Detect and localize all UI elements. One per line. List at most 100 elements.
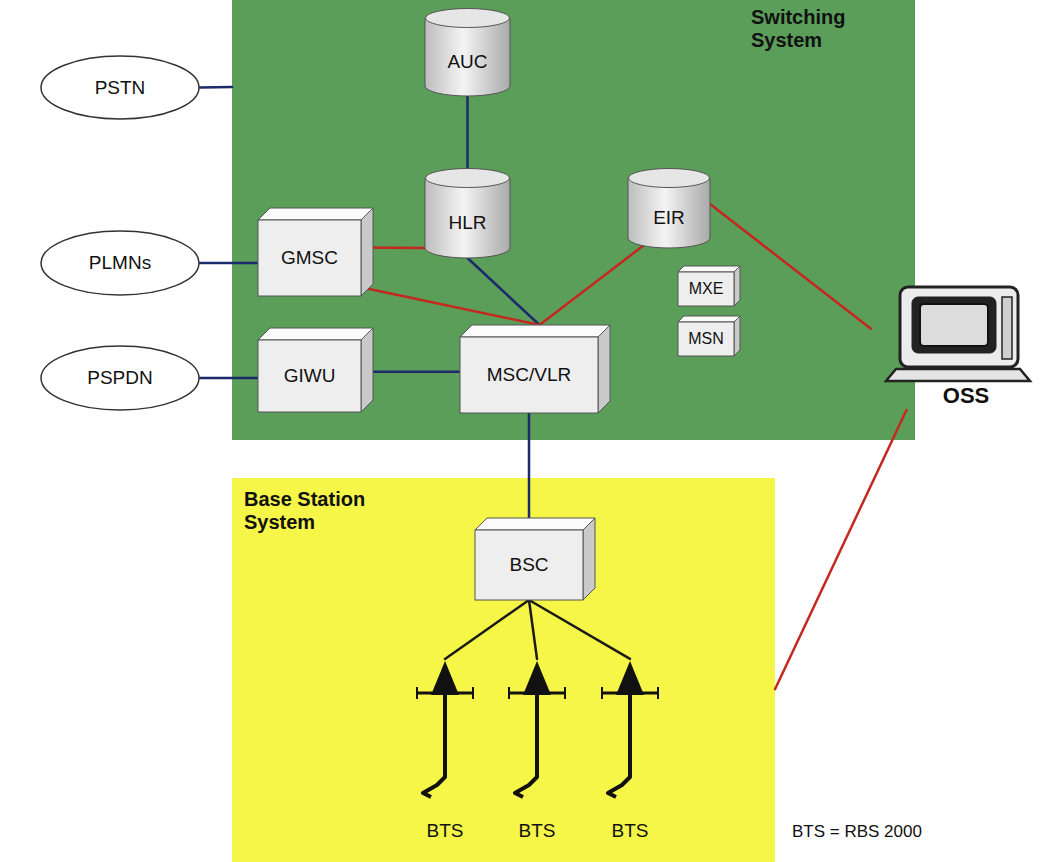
- box-top: [475, 518, 595, 530]
- text-holder: MSN: [678, 322, 734, 356]
- node-label: PSTN: [95, 77, 146, 99]
- node-box: MXE: [678, 266, 740, 306]
- network-ellipse: PSPDN: [40, 345, 200, 411]
- box-front: [258, 220, 361, 296]
- switch-box: MSC/VLR: [460, 325, 610, 413]
- connector-line: [200, 377, 258, 380]
- text-holder: EIR: [628, 188, 710, 248]
- box-front: [678, 272, 734, 306]
- node-label: BSC: [509, 554, 548, 576]
- connector-line: [528, 413, 531, 518]
- connector-line: [361, 370, 460, 373]
- node-label: PLMNs: [89, 252, 151, 274]
- antenna-mast: [608, 693, 630, 797]
- network-ellipse: PSTN: [40, 55, 200, 120]
- database-cylinder: AUC: [425, 8, 510, 96]
- node-label: PSPDN: [87, 367, 152, 389]
- node-label: BTS: [427, 820, 464, 842]
- text-holder: BTS: [492, 815, 582, 847]
- antenna-node: BTS: [400, 655, 490, 850]
- connector-line: [361, 287, 540, 325]
- antenna-head: [431, 661, 459, 695]
- connector-line: [775, 410, 907, 689]
- legend-note: BTS = RBS 2000: [792, 822, 922, 842]
- monitor-screen: [912, 297, 996, 353]
- node-label: BTS: [612, 820, 649, 842]
- antenna-head: [523, 661, 551, 695]
- text-holder: GIWU: [258, 340, 361, 412]
- box-top: [258, 208, 373, 220]
- monitor-case: [900, 287, 1018, 367]
- cylinder-top: [629, 169, 710, 188]
- ellipse-outline: [41, 346, 199, 410]
- box-top: [460, 325, 610, 337]
- terminal-icon: OSS: [862, 285, 1040, 410]
- connector-line: [361, 246, 425, 249]
- box-side: [734, 316, 740, 356]
- node-label: AUC: [447, 51, 487, 73]
- connector-line: [468, 258, 540, 325]
- ellipse-outline: [41, 56, 199, 119]
- node-label: BTS: [519, 820, 556, 842]
- text-holder: MSC/VLR: [460, 337, 598, 413]
- box-side: [734, 266, 740, 306]
- antenna-mast: [515, 693, 537, 797]
- antenna-head: [616, 661, 644, 695]
- base-station-band: Base Station SystemBSCBTSBTSBTS: [232, 478, 775, 862]
- node-label: MSN: [688, 330, 724, 348]
- box-top: [678, 266, 740, 272]
- box-side: [361, 208, 373, 296]
- cylinder-top: [426, 9, 510, 28]
- network-ellipse: PLMNs: [40, 230, 200, 296]
- box-front: [678, 322, 734, 356]
- node-label: HLR: [448, 212, 486, 234]
- switch-box: GMSC: [258, 208, 373, 296]
- node-label: MXE: [689, 280, 724, 298]
- text-holder: PSPDN: [40, 345, 200, 411]
- connector-line: [466, 96, 469, 168]
- box-top: [678, 316, 740, 322]
- node-label: MSC/VLR: [487, 364, 571, 386]
- box-front: [475, 530, 583, 600]
- cylinder-top: [426, 169, 510, 188]
- node-label: EIR: [653, 207, 685, 229]
- cylinder-body: [425, 178, 510, 258]
- connector-line: [529, 600, 537, 659]
- text-holder: GMSC: [258, 220, 361, 296]
- monitor-glass: [920, 304, 988, 346]
- node-label: OSS: [943, 383, 989, 409]
- text-holder: BSC: [475, 530, 583, 600]
- ellipse-outline: [41, 231, 199, 295]
- text-holder: MXE: [678, 272, 734, 306]
- text-holder: HLR: [425, 188, 510, 258]
- region-title: Switching System: [751, 6, 863, 52]
- switch-box: GIWU: [258, 328, 373, 412]
- cylinder-body: [628, 178, 710, 248]
- connector-line: [200, 262, 258, 265]
- box-side: [361, 328, 373, 412]
- connector-line: [200, 86, 232, 89]
- antenna-node: BTS: [585, 655, 675, 850]
- text-holder: BTS: [585, 815, 675, 847]
- monitor-side: [1002, 297, 1012, 359]
- text-holder: PLMNs: [40, 230, 200, 296]
- database-cylinder: HLR: [425, 168, 510, 258]
- box-side: [583, 518, 595, 600]
- text-holder: OSS: [892, 382, 1040, 410]
- box-front: [258, 340, 361, 412]
- connector-line: [540, 245, 645, 325]
- node-label: GIWU: [284, 365, 336, 387]
- controller-box: BSC: [475, 518, 595, 600]
- box-front: [460, 337, 598, 413]
- connector-line: [445, 600, 529, 659]
- keyboard: [886, 369, 1030, 381]
- node-label: GMSC: [281, 247, 338, 269]
- antenna-node: BTS: [492, 655, 582, 850]
- node-box: MSN: [678, 316, 740, 356]
- switching-band: Switching SystemAUC HLR EIR GMSC MXE MSN GIWU M…: [232, 0, 915, 440]
- text-holder: BTS: [400, 815, 490, 847]
- database-cylinder: EIR: [628, 168, 710, 248]
- box-side: [598, 325, 610, 413]
